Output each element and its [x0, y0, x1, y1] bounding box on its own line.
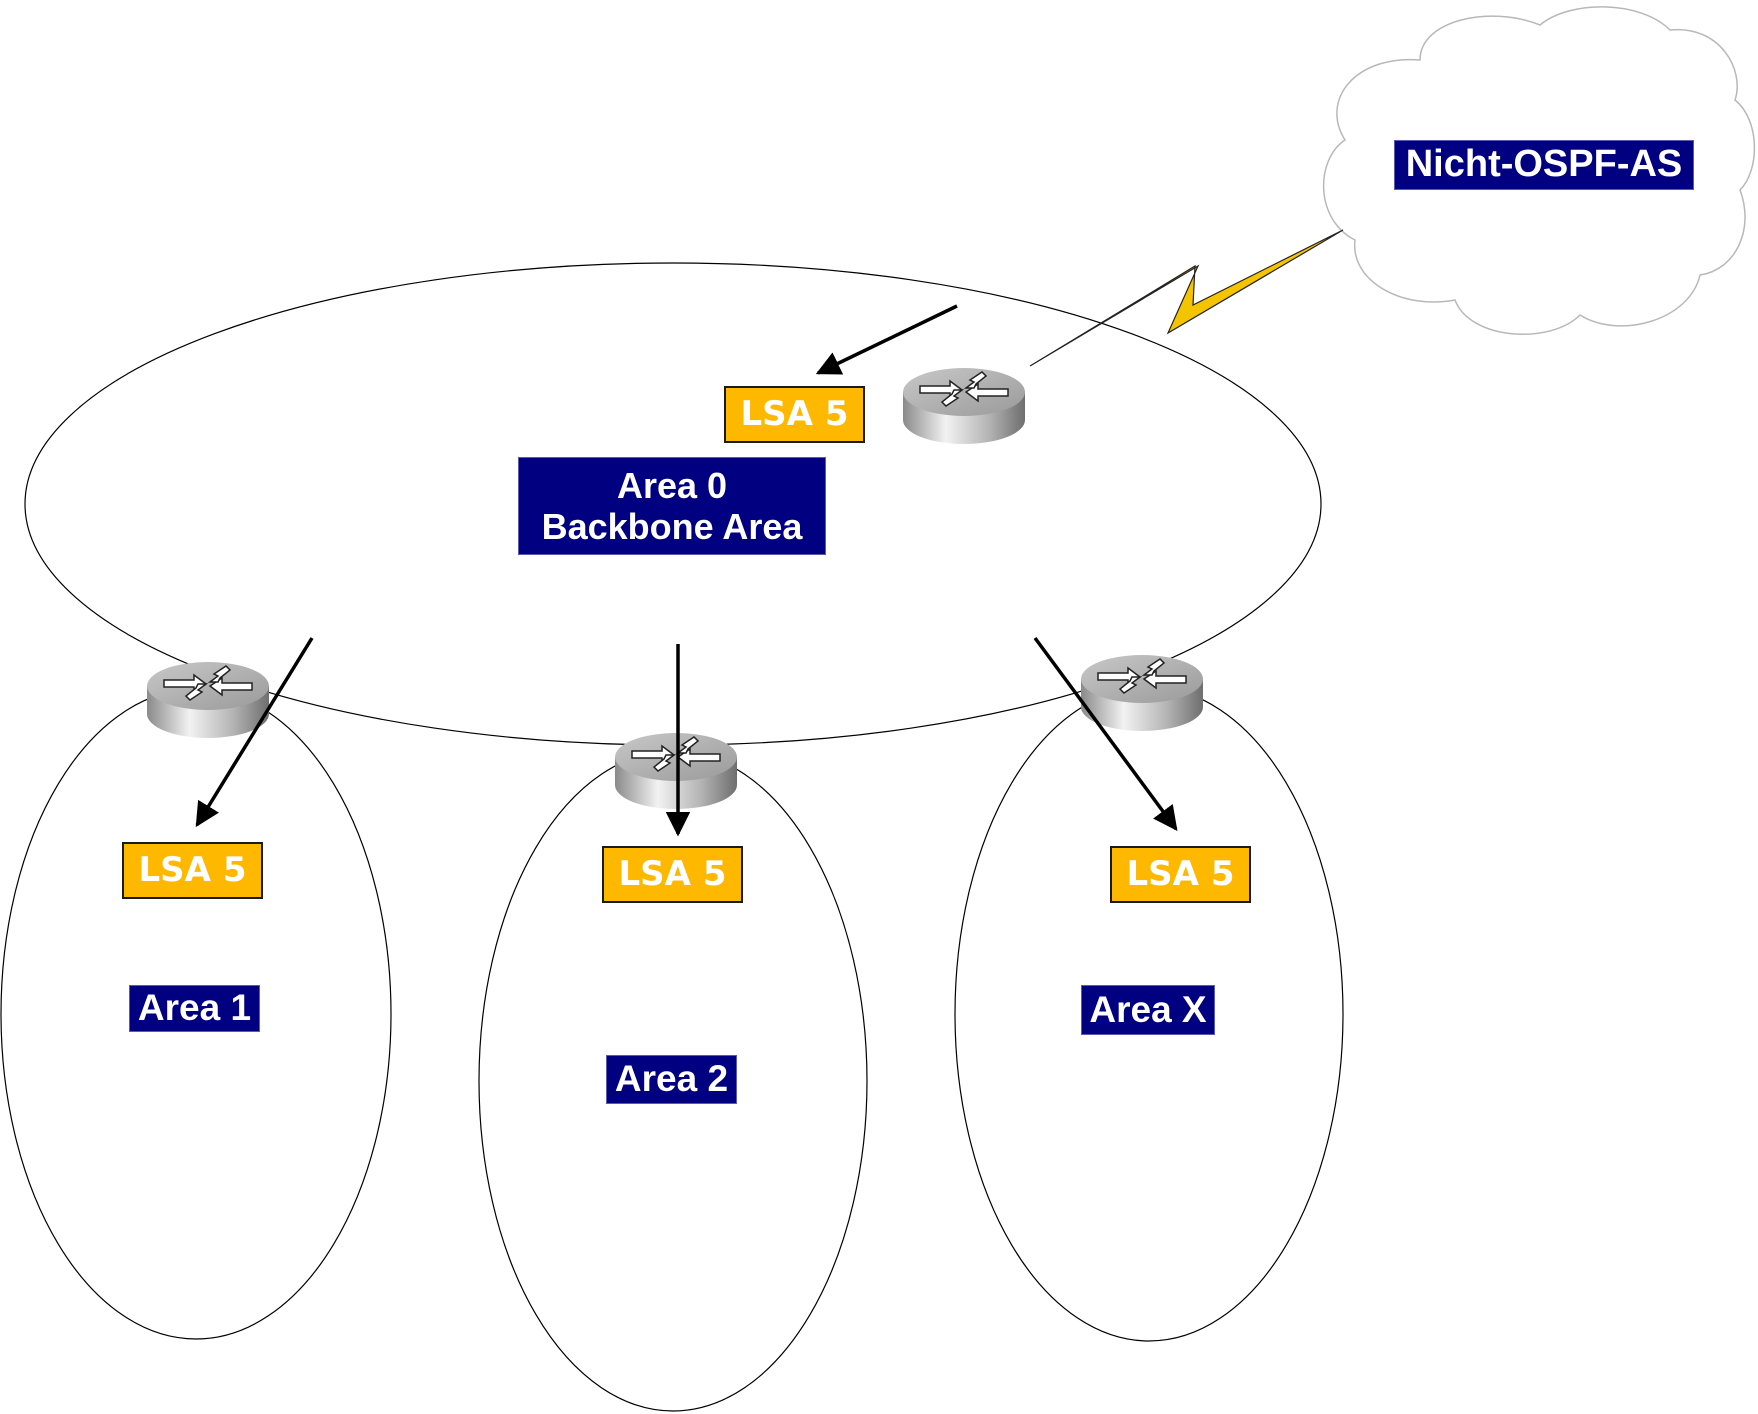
serial-link-lightning-icon	[1029, 229, 1344, 367]
abr-areax-router-icon	[1080, 654, 1204, 732]
flow-arrow-backbone	[815, 304, 958, 375]
lsa5-badge-backbone: LSA 5	[724, 386, 865, 443]
flow-arrow-area1	[195, 637, 314, 828]
area2-label: Area 2	[606, 1055, 737, 1104]
abr-area2-router-icon	[614, 732, 738, 810]
area1-label: Area 1	[129, 985, 260, 1032]
areax-label: Area X	[1081, 985, 1215, 1035]
backbone-area-label: Area 0 Backbone Area	[518, 457, 826, 555]
asbr-router-icon	[902, 367, 1026, 445]
lsa5-badge-areax: LSA 5	[1110, 846, 1251, 903]
lsa5-badge-area1: LSA 5	[122, 842, 263, 899]
external-as-label: Nicht-OSPF-AS	[1394, 140, 1694, 190]
backbone-area-line2: Backbone Area	[541, 506, 803, 547]
lsa5-badge-area2: LSA 5	[602, 846, 743, 903]
backbone-area-line1: Area 0	[616, 464, 728, 506]
flow-arrow-areax	[1033, 636, 1178, 831]
abr-area1-router-icon	[146, 661, 270, 739]
